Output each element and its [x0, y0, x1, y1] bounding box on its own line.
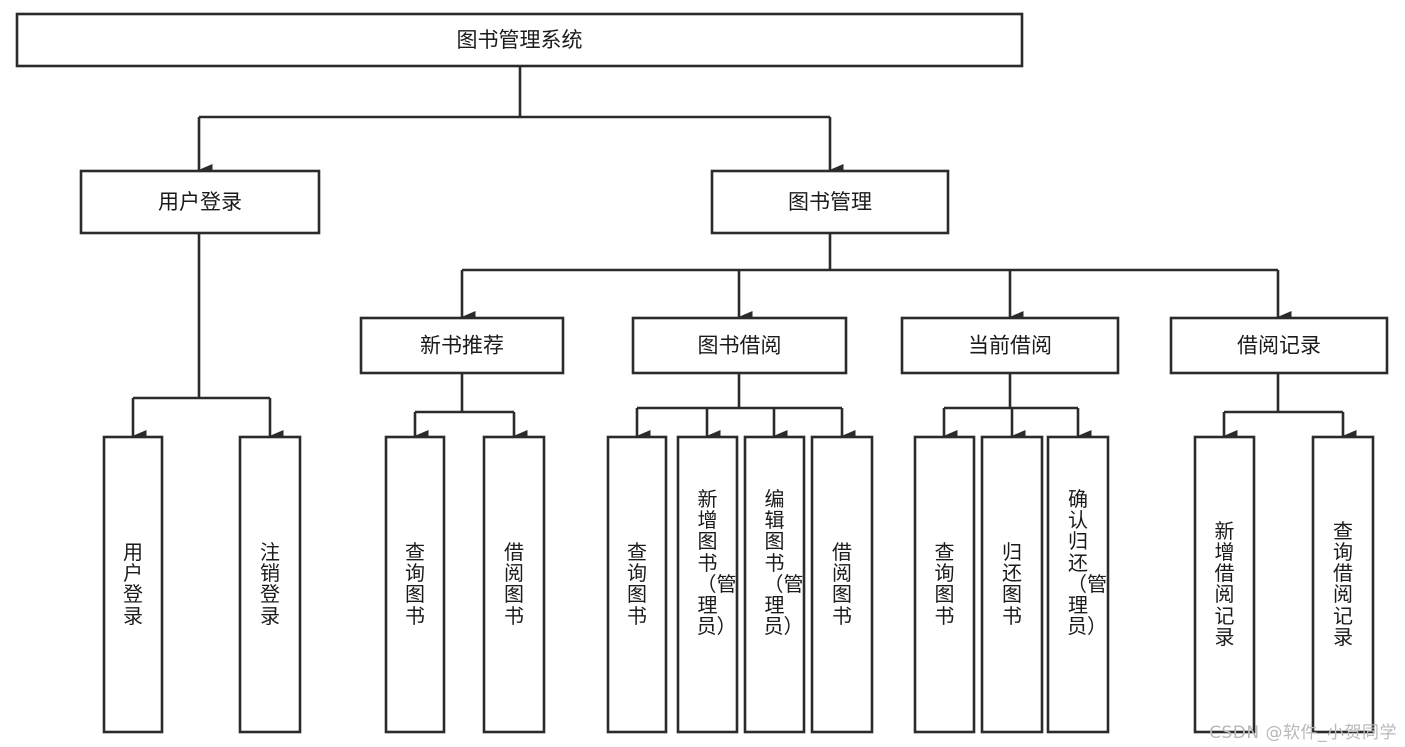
node-leaf-confirm-return-box[interactable]: [1046, 435, 1110, 734]
node-leaf-logout-box[interactable]: [238, 435, 302, 734]
node-new-book-rec-label: 新书推荐: [420, 334, 504, 358]
node-leaf-logout-label: 注销登录: [260, 540, 280, 628]
node-book-manage-box[interactable]: [710, 169, 950, 235]
node-leaf-return-book-box[interactable]: [980, 435, 1044, 734]
node-leaf-add-book-label: 新增图书（管理员）: [696, 487, 737, 639]
node-book-borrow-label: 图书借阅: [698, 334, 782, 358]
node-leaf-user-login-label: 用户登录: [123, 540, 143, 628]
node-leaf-add-book-box[interactable]: [676, 435, 739, 734]
node-root-label: 图书管理系统: [457, 28, 583, 52]
node-root-box[interactable]: [15, 12, 1024, 68]
node-current-borrow-box[interactable]: [900, 316, 1120, 375]
node-leaf-user-login-box[interactable]: [102, 435, 164, 734]
node-leaf-borrow-book-2-label: 借阅图书: [832, 540, 852, 628]
node-leaf-query-record-label: 查询借阅记录: [1333, 518, 1353, 649]
node-leaf-borrow-book-2-box[interactable]: [810, 435, 874, 734]
node-leaf-query-book-2-label: 查询图书: [627, 540, 647, 628]
node-new-book-rec-box[interactable]: [359, 316, 565, 375]
node-leaf-edit-book-box[interactable]: [743, 435, 806, 734]
node-leaf-edit-book-label: 编辑图书（管理员）: [763, 487, 804, 639]
node-leaf-query-record-box[interactable]: [1311, 435, 1375, 734]
node-leaf-query-book-3-box[interactable]: [913, 435, 976, 734]
connector-layer: [131, 66, 1357, 442]
node-leaf-query-book-3-label: 查询图书: [934, 540, 955, 628]
node-user-login-label: 用户登录: [158, 190, 242, 214]
node-leaf-add-record-box[interactable]: [1193, 435, 1256, 734]
node-book-manage-label: 图书管理: [788, 190, 872, 214]
node-leaf-borrow-book-1-box[interactable]: [482, 435, 546, 734]
node-leaf-query-book-1-label: 查询图书: [405, 540, 425, 628]
node-book-borrow-box[interactable]: [631, 316, 848, 375]
node-leaf-add-record-label: 新增借阅记录: [1214, 518, 1235, 649]
node-leaf-return-book-label: 归还图书: [1002, 540, 1022, 628]
node-box-layer: [15, 12, 1389, 734]
node-borrow-record-box[interactable]: [1169, 316, 1389, 375]
watermark-credit: CSDN @软件_小贺同学: [1209, 723, 1397, 743]
node-leaf-borrow-book-1-label: 借阅图书: [504, 540, 524, 628]
node-borrow-record-label: 借阅记录: [1237, 334, 1321, 358]
node-leaf-confirm-return-label: 确认归还（管理员）: [1067, 487, 1107, 639]
node-current-borrow-label: 当前借阅: [968, 334, 1052, 358]
node-leaf-query-book-1-box[interactable]: [384, 435, 446, 734]
node-user-login-box[interactable]: [79, 169, 321, 235]
node-leaf-query-book-2-box[interactable]: [606, 435, 668, 734]
